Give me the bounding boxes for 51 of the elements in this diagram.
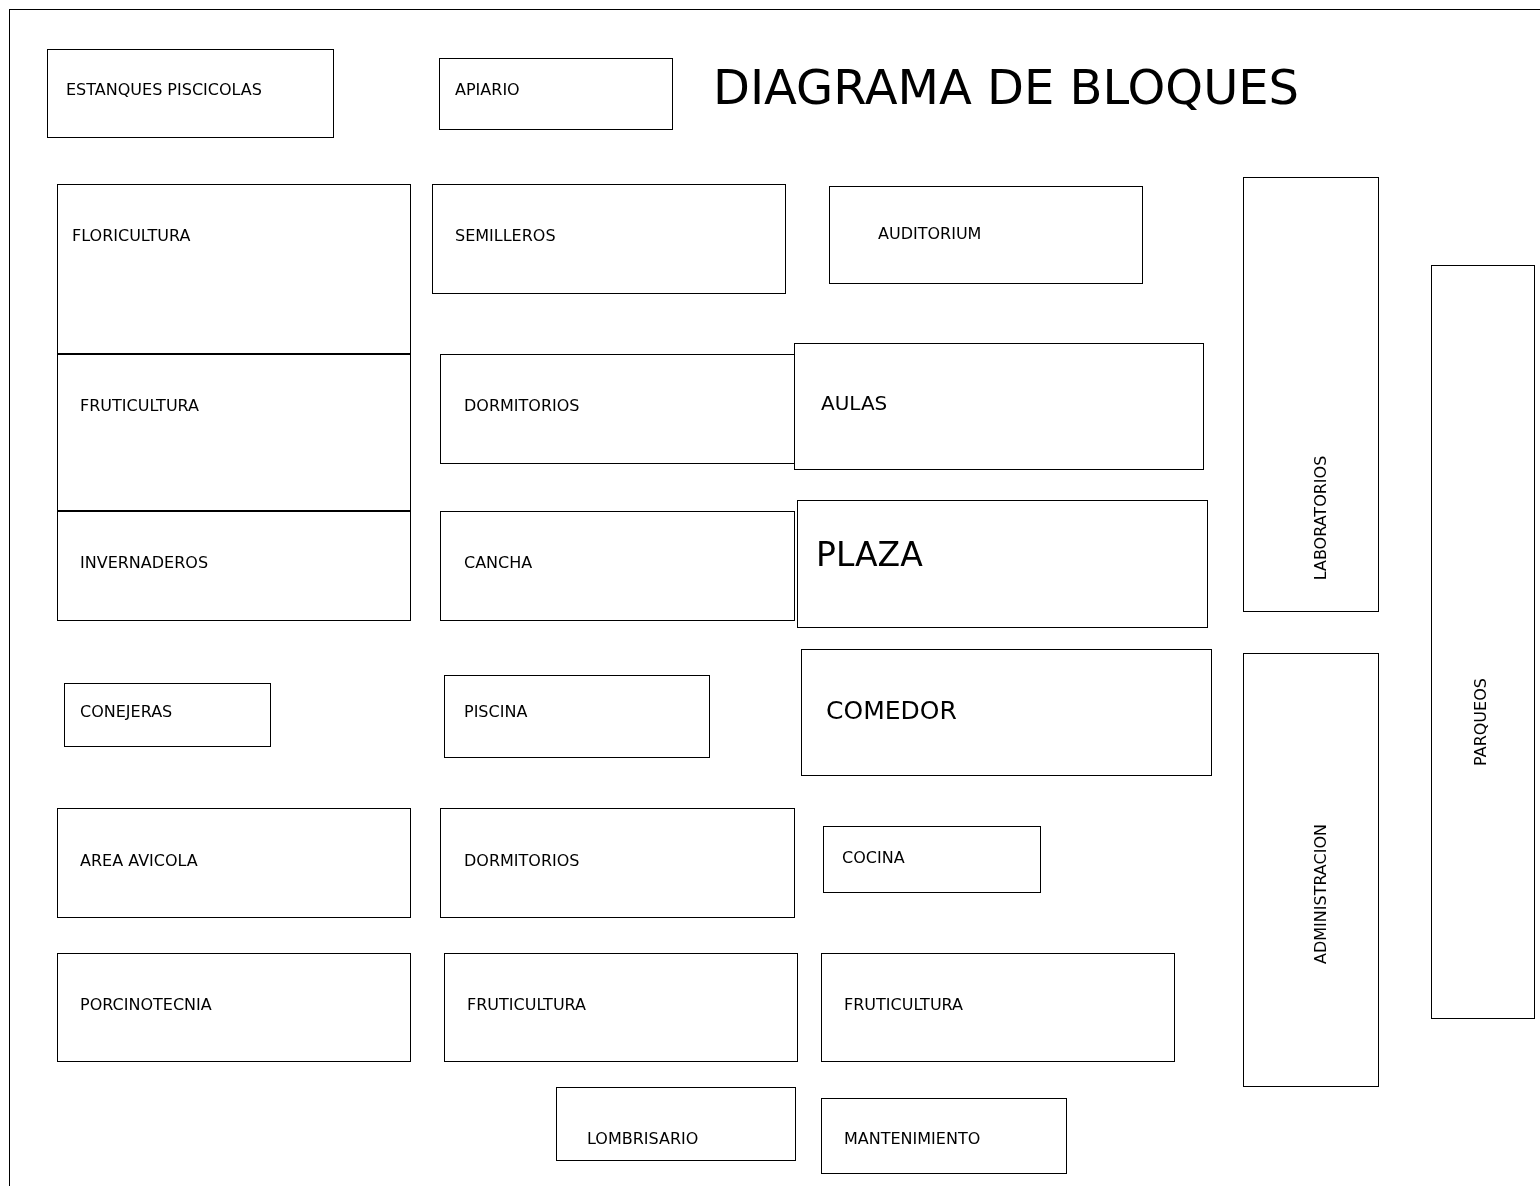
area-block	[47, 49, 334, 138]
area-name: PISCINA	[464, 704, 528, 720]
area-name: INVERNADEROS	[80, 555, 209, 571]
area-block	[57, 511, 411, 621]
area-block	[797, 500, 1208, 628]
area-block	[801, 649, 1212, 776]
area-block	[57, 953, 411, 1062]
area-name: PLAZA	[816, 537, 923, 571]
area-block	[556, 1087, 796, 1161]
area-name: CANCHA	[464, 555, 533, 571]
area-block	[821, 1098, 1067, 1174]
diagram-title: DIAGRAMA DE BLOQUES	[713, 63, 1300, 111]
area-name: APIARIO	[455, 82, 520, 98]
area-block-tall	[1431, 265, 1535, 1019]
area-name: LOMBRISARIO	[587, 1131, 699, 1147]
area-name: ESTANQUES PISCICOLAS	[66, 82, 262, 98]
area-block	[821, 953, 1175, 1062]
area-block	[440, 354, 795, 464]
area-name: AREA AVICOLA	[80, 853, 198, 869]
area-name: COMEDOR	[826, 697, 957, 723]
area-name: FRUTICULTURA	[80, 398, 199, 414]
area-name: MANTENIMIENTO	[844, 1131, 981, 1147]
area-name: COCINA	[842, 850, 905, 866]
area-block	[57, 184, 411, 354]
area-block	[57, 808, 411, 918]
area-block-tall	[1243, 653, 1379, 1087]
area-name: PARQUEOS	[1473, 678, 1489, 766]
area-block	[440, 511, 795, 621]
area-block	[794, 343, 1204, 470]
area-name: FLORICULTURA	[72, 228, 191, 244]
area-block	[444, 953, 798, 1062]
area-block	[57, 354, 411, 511]
area-block-tall	[1243, 177, 1379, 612]
area-block	[444, 675, 710, 758]
area-name: FRUTICULTURA	[467, 997, 586, 1013]
area-name: DORMITORIOS	[464, 853, 580, 869]
area-name: PORCINOTECNIA	[80, 997, 212, 1013]
area-name: CONEJERAS	[80, 704, 173, 720]
area-name: AULAS	[821, 393, 888, 413]
area-name: SEMILLEROS	[455, 228, 556, 244]
area-name: LABORATORIOS	[1313, 455, 1329, 581]
area-block	[829, 186, 1143, 284]
area-block	[439, 58, 673, 130]
area-name: ADMINISTRACION	[1313, 824, 1329, 964]
area-name: FRUTICULTURA	[844, 997, 963, 1013]
area-block	[823, 826, 1041, 893]
area-block	[64, 683, 271, 747]
area-block	[440, 808, 795, 918]
area-name: AUDITORIUM	[878, 226, 982, 242]
area-name: DORMITORIOS	[464, 398, 580, 414]
area-block	[432, 184, 786, 294]
